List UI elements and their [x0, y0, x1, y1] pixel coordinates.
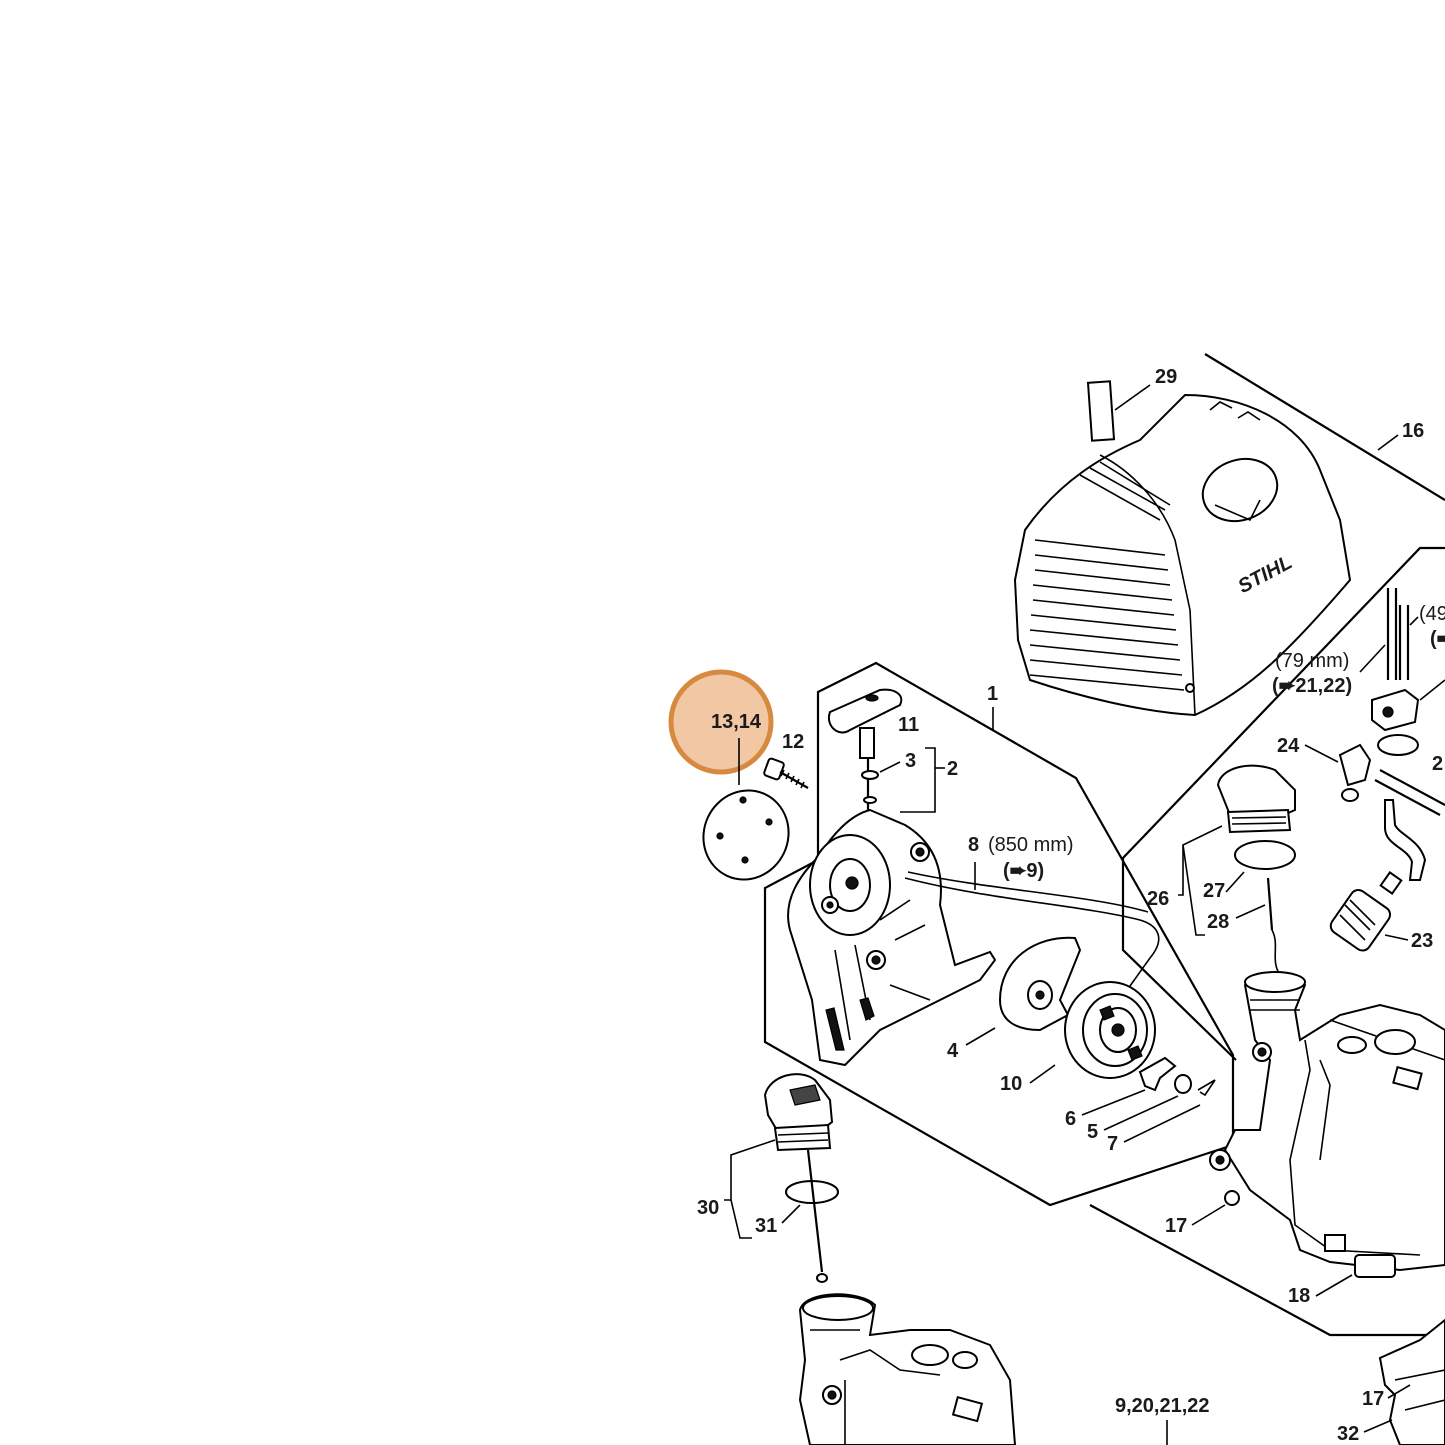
- group-frame-tank-upper: [1121, 546, 1445, 1061]
- part-vent-valve-24[interactable]: [1338, 743, 1445, 816]
- callout-8[interactable]: 8: [968, 834, 979, 856]
- part-pawl-6[interactable]: [1138, 1056, 1177, 1092]
- callout-18[interactable]: 18: [1288, 1285, 1310, 1307]
- callout-24[interactable]: 24: [1277, 735, 1300, 757]
- part-handle-11[interactable]: [827, 688, 903, 810]
- part-fuel-valve[interactable]: [1371, 688, 1420, 756]
- callout-12[interactable]: 12: [782, 731, 804, 753]
- note-ref-21-22: (➨21,22): [1272, 675, 1352, 697]
- part-tank-cap-30[interactable]: [763, 1073, 834, 1152]
- callout-27[interactable]: 27: [1203, 880, 1225, 902]
- group-frame-starter: [763, 661, 1235, 1207]
- callout-9-20-21-22[interactable]: 9,20,21,22: [1115, 1395, 1210, 1417]
- group-frame-cover: [1204, 353, 1445, 501]
- part-fuel-hose[interactable]: [1384, 799, 1427, 881]
- part-disc-13[interactable]: [689, 776, 803, 893]
- part-cover-16[interactable]: [1013, 393, 1352, 717]
- callout-28[interactable]: 28: [1207, 911, 1229, 933]
- part-washer-5[interactable]: [1174, 1074, 1192, 1094]
- callout-32[interactable]: 32: [1337, 1423, 1359, 1445]
- callout-11[interactable]: 11: [898, 714, 919, 736]
- note-ref-9: (➨9): [1003, 860, 1044, 882]
- callout-1[interactable]: 1: [987, 683, 998, 705]
- part-cutoff-bottom-right[interactable]: [1378, 1318, 1445, 1445]
- part-screw-12[interactable]: [763, 757, 809, 789]
- callout-3[interactable]: 3: [905, 750, 916, 772]
- callout-23[interactable]: 23: [1411, 930, 1433, 952]
- part-fuel-filter-23[interactable]: [1328, 871, 1403, 953]
- callout-30[interactable]: 30: [697, 1197, 719, 1219]
- callout-16[interactable]: 16: [1402, 420, 1424, 442]
- cover-vent-slats: [1029, 461, 1185, 691]
- highlight-circle[interactable]: [668, 669, 774, 775]
- part-spring-7[interactable]: [1197, 1079, 1216, 1097]
- note-49mm-cut: (49: [1419, 603, 1445, 625]
- callout-29[interactable]: 29: [1155, 366, 1177, 388]
- note-ref-cut: (➨: [1430, 628, 1445, 650]
- part-spring-disc-4[interactable]: [998, 936, 1082, 1032]
- note-79mm: (79 mm): [1275, 650, 1349, 672]
- callout-5[interactable]: 5: [1087, 1121, 1098, 1143]
- callout-2-cut[interactable]: 2: [1432, 753, 1443, 775]
- part-fuel-tank-lower[interactable]: [798, 1293, 1017, 1445]
- part-starter-housing[interactable]: [787, 808, 997, 1067]
- part-tank-cap-26[interactable]: [1216, 764, 1296, 834]
- callout-31[interactable]: 31: [755, 1215, 777, 1237]
- callout-26[interactable]: 26: [1147, 888, 1169, 910]
- part-cord-8[interactable]: [904, 877, 1160, 1001]
- group-frame-tank-lower: [1089, 1204, 1445, 1337]
- part-fuel-tank[interactable]: [1209, 971, 1445, 1278]
- part-label-29[interactable]: [1086, 380, 1116, 442]
- callout-7[interactable]: 7: [1107, 1133, 1118, 1155]
- callout-4[interactable]: 4: [947, 1040, 959, 1062]
- part-rope-rotor-10[interactable]: [1064, 981, 1156, 1079]
- part-pickup-28[interactable]: [1266, 877, 1274, 931]
- callout-6[interactable]: 6: [1065, 1108, 1076, 1130]
- callout-17-upper[interactable]: 17: [1165, 1215, 1187, 1237]
- part-oring-27[interactable]: [1234, 840, 1296, 870]
- note-850mm: (850 mm): [988, 834, 1074, 856]
- callout-2[interactable]: 2: [947, 758, 958, 780]
- callout-13-14[interactable]: 13,14: [711, 711, 762, 733]
- callout-17-lower[interactable]: 17: [1362, 1388, 1384, 1410]
- callout-10[interactable]: 10: [1000, 1073, 1022, 1095]
